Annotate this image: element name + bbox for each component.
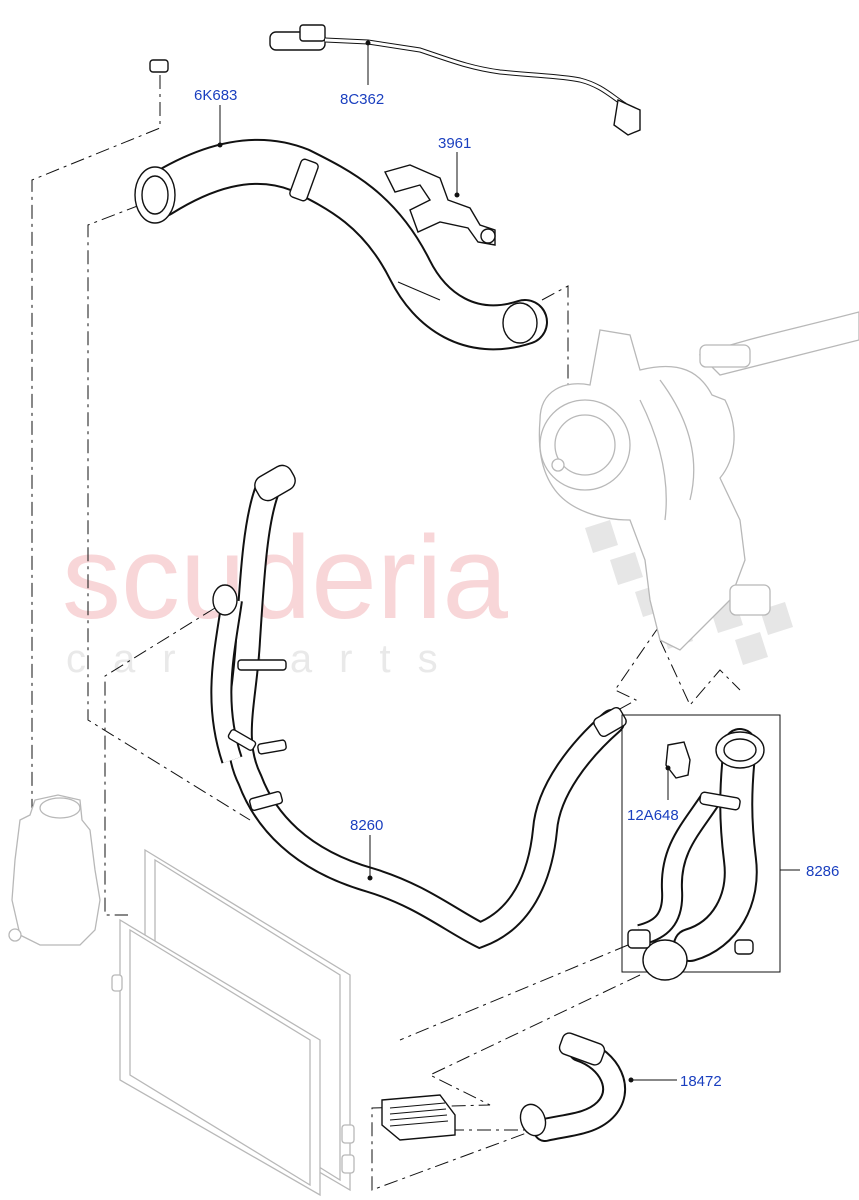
watermark-brand: scuderia	[62, 512, 508, 644]
label-12A648[interactable]: 12A648	[627, 807, 679, 824]
hose-8260[interactable]	[210, 462, 628, 950]
hose-end-connector	[254, 464, 296, 502]
bracket-3961[interactable]	[383, 164, 496, 246]
hose-end-clip	[149, 59, 169, 73]
coolant-reservoir	[8, 794, 101, 946]
hose-outlet-end	[502, 302, 538, 344]
connector-clip	[299, 24, 326, 42]
hose-assembly-8286[interactable]	[621, 714, 781, 981]
oil-cooler	[381, 1094, 456, 1141]
assembly-frame	[621, 714, 781, 973]
label-18472[interactable]: 18472	[680, 1073, 722, 1090]
label-8260[interactable]: 8260	[350, 817, 383, 834]
label-8286[interactable]: 8286	[806, 863, 839, 880]
engine-component	[538, 311, 859, 651]
part-number-labels: 6K683 8C362 3961 8260 12A648 8286 18472	[194, 87, 839, 1090]
hose-end-connector	[558, 1032, 606, 1066]
clip-12A648[interactable]	[665, 741, 691, 779]
hose-end-connector	[613, 98, 641, 136]
hose-clamp	[289, 158, 319, 202]
watermark-tagline: car parts	[66, 637, 465, 681]
leader-lines	[217, 40, 800, 1081]
hose-8C362[interactable]	[149, 7, 641, 136]
hose-18472[interactable]	[516, 1031, 634, 1142]
label-3961[interactable]: 3961	[438, 135, 471, 152]
label-6K683[interactable]: 6K683	[194, 87, 237, 104]
label-8C362[interactable]: 8C362	[340, 91, 384, 108]
hose-clamp	[237, 659, 287, 671]
hose-6K683[interactable]	[134, 138, 548, 351]
radiator	[111, 848, 355, 1197]
hose-end-connector	[519, 1103, 547, 1137]
